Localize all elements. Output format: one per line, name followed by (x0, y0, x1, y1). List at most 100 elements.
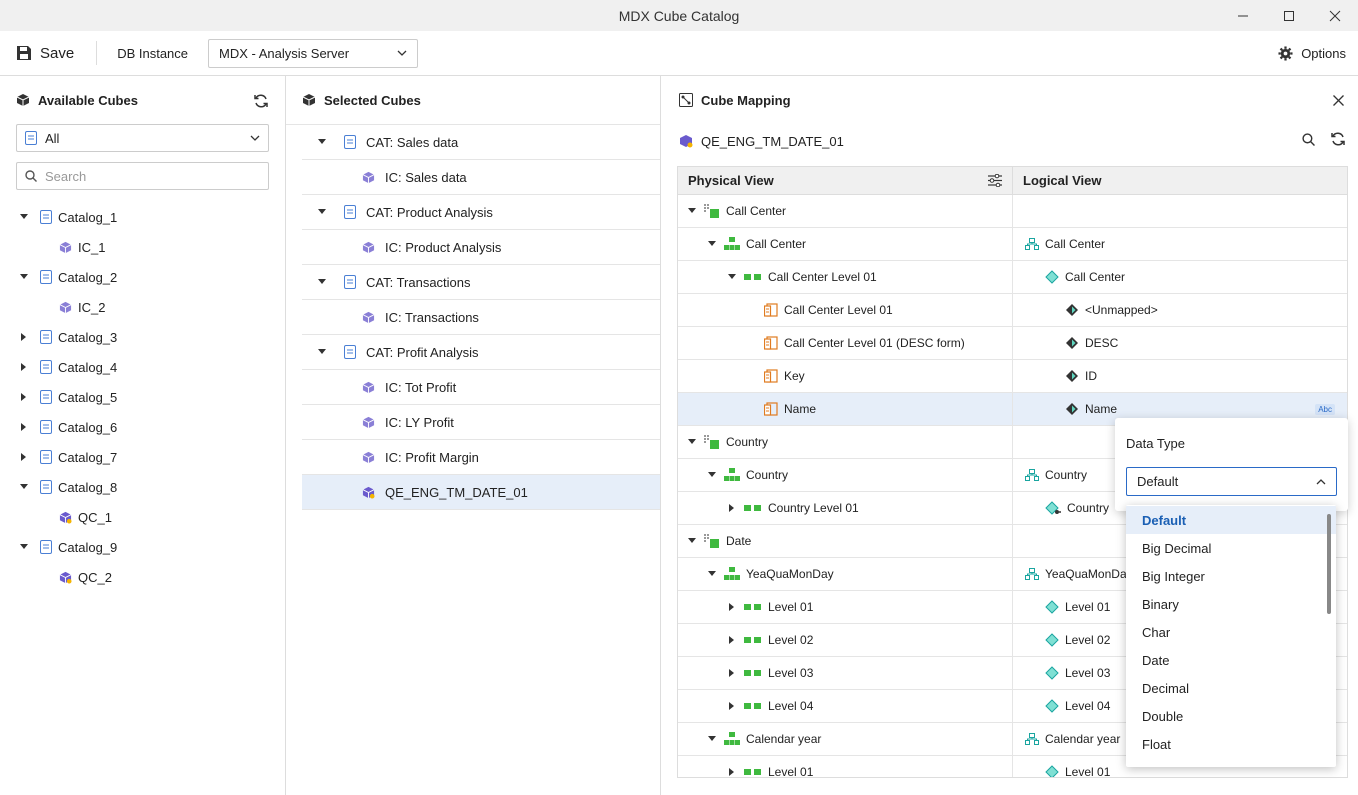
data-type-option[interactable]: Default (1126, 506, 1336, 534)
caret-right-icon[interactable] (18, 453, 30, 461)
data-type-option[interactable]: Date (1142, 652, 1170, 668)
mapping-row[interactable]: Country (678, 426, 1347, 459)
catalog-row[interactable]: Catalog_5 (0, 382, 285, 412)
catalog-row[interactable]: CAT: Profit Analysis (302, 335, 660, 370)
logical-cell[interactable]: Level 01 (1013, 756, 1347, 777)
cube-row[interactable]: QE_ENG_TM_DATE_01 (302, 475, 660, 510)
refresh-icon[interactable] (253, 93, 269, 109)
data-type-scrollbar[interactable] (1327, 514, 1331, 614)
close-window-button[interactable] (1312, 0, 1358, 31)
catalog-row[interactable]: CAT: Product Analysis (302, 195, 660, 230)
catalog-row[interactable]: Catalog_6 (0, 412, 285, 442)
sliders-icon[interactable] (988, 174, 1002, 187)
minimize-button[interactable] (1220, 0, 1266, 31)
data-type-option[interactable]: Double (1142, 708, 1184, 724)
caret-down-icon[interactable] (706, 241, 718, 247)
logical-cell[interactable]: ID (1013, 360, 1347, 392)
caret-down-icon[interactable] (18, 544, 30, 550)
logical-cell[interactable]: Country (1013, 492, 1347, 524)
caret-down-icon[interactable] (686, 439, 698, 445)
cube-row[interactable]: IC_1 (0, 232, 285, 262)
catalog-row[interactable]: Catalog_8 (0, 472, 285, 502)
cube-row[interactable]: QC_2 (0, 562, 285, 592)
data-type-option[interactable]: Char (1142, 624, 1171, 640)
refresh-icon[interactable] (1330, 131, 1346, 147)
caret-down-icon[interactable] (706, 472, 718, 478)
cube-row[interactable]: IC: Transactions (302, 300, 660, 335)
caret-down-icon[interactable] (316, 349, 328, 355)
mapping-row[interactable]: Date (678, 525, 1347, 558)
data-type-option[interactable]: Binary (1142, 596, 1179, 612)
caret-down-icon[interactable] (686, 538, 698, 544)
cube-row[interactable]: QC_1 (0, 502, 285, 532)
catalog-row[interactable]: Catalog_7 (0, 442, 285, 472)
cube-filter-select[interactable]: All (16, 124, 269, 152)
caret-down-icon[interactable] (686, 208, 698, 214)
caret-right-icon[interactable] (726, 669, 738, 677)
logical-cell[interactable]: Call Center (1013, 261, 1347, 293)
caret-down-icon[interactable] (18, 274, 30, 280)
close-icon[interactable] (1333, 95, 1344, 106)
caret-right-icon[interactable] (726, 636, 738, 644)
caret-down-icon[interactable] (316, 279, 328, 285)
catalog-row[interactable]: CAT: Transactions (302, 265, 660, 300)
caret-right-icon[interactable] (18, 393, 30, 401)
logical-cell[interactable]: DESC (1013, 327, 1347, 359)
catalog-row[interactable]: Catalog_2 (0, 262, 285, 292)
caret-right-icon[interactable] (18, 333, 30, 341)
server-select[interactable]: MDX - Analysis Server (208, 38, 419, 68)
logical-cell[interactable]: Call Center (1013, 228, 1347, 260)
caret-down-icon[interactable] (316, 139, 328, 145)
data-type-select[interactable]: Default (1126, 467, 1337, 496)
caret-down-icon[interactable] (706, 571, 718, 577)
mapping-row[interactable]: Call Center Level 01 (DESC form)DESC (678, 327, 1347, 360)
cube-row[interactable]: IC: Tot Profit (302, 370, 660, 405)
caret-down-icon[interactable] (18, 484, 30, 490)
data-type-option[interactable]: Big Integer (1142, 568, 1205, 584)
catalog-row[interactable]: Catalog_1 (0, 202, 285, 232)
logical-cell[interactable]: Level 02 (1013, 624, 1347, 656)
data-type-option[interactable]: Big Decimal (1142, 540, 1212, 556)
logical-cell[interactable] (1013, 195, 1347, 227)
caret-right-icon[interactable] (726, 603, 738, 611)
logical-cell[interactable]: Calendar year (1013, 723, 1347, 755)
maximize-button[interactable] (1266, 0, 1312, 31)
cube-row[interactable]: IC: Profit Margin (302, 440, 660, 475)
cube-row[interactable]: IC: Sales data (302, 160, 660, 195)
cube-row[interactable]: IC: LY Profit (302, 405, 660, 440)
options-button[interactable]: Options (1278, 31, 1346, 76)
mapping-row[interactable]: Call Center (678, 195, 1347, 228)
catalog-row[interactable]: Catalog_4 (0, 352, 285, 382)
caret-down-icon[interactable] (18, 214, 30, 220)
cube-row[interactable]: IC: Product Analysis (302, 230, 660, 265)
caret-right-icon[interactable] (726, 702, 738, 710)
caret-right-icon[interactable] (18, 363, 30, 371)
logical-cell[interactable]: Level 04 (1013, 690, 1347, 722)
data-type-option[interactable]: Decimal (1142, 680, 1189, 696)
save-button[interactable]: Save (0, 31, 74, 75)
logical-cell[interactable]: Level 03 (1013, 657, 1347, 689)
logical-cell[interactable]: Country (1013, 459, 1347, 491)
caret-down-icon[interactable] (316, 209, 328, 215)
catalog-row[interactable]: Catalog_3 (0, 322, 285, 352)
caret-right-icon[interactable] (726, 768, 738, 776)
logical-cell[interactable]: <Unmapped> (1013, 294, 1347, 326)
caret-right-icon[interactable] (726, 504, 738, 512)
search-icon[interactable] (1302, 133, 1315, 146)
catalog-row[interactable]: Catalog_9 (0, 532, 285, 562)
mapping-row[interactable]: Call Center Level 01<Unmapped> (678, 294, 1347, 327)
logical-cell[interactable]: Level 01 (1013, 591, 1347, 623)
cube-search-input[interactable]: Search (16, 162, 269, 190)
